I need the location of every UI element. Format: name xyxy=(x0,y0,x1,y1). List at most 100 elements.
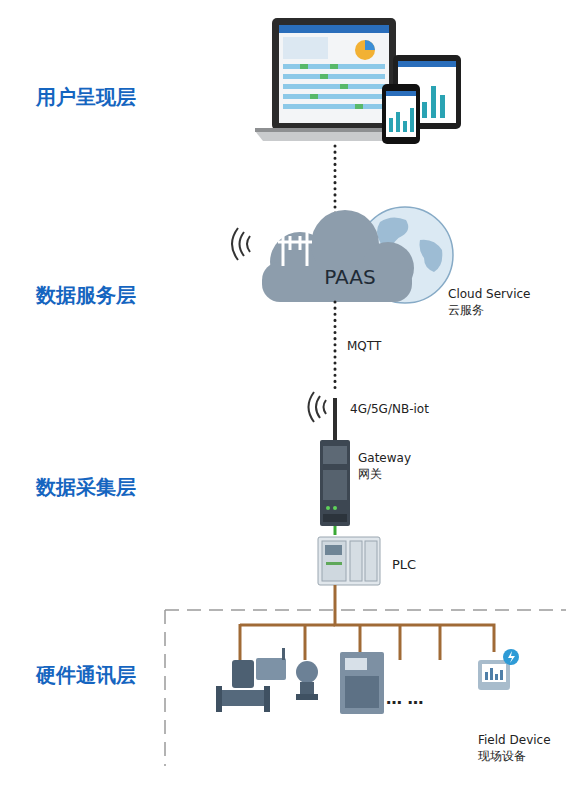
network-label: 4G/5G/NB-iot xyxy=(350,401,429,417)
field-device-icon xyxy=(495,674,498,680)
field-device-icon xyxy=(503,649,519,665)
field-device-icon xyxy=(478,649,519,690)
laptop-illustration xyxy=(355,40,375,60)
laptop-illustration xyxy=(272,18,396,130)
drive-illustration xyxy=(345,658,367,670)
layer-label: 数据采集层 xyxy=(36,474,136,501)
laptop-illustration xyxy=(283,74,385,79)
connector xyxy=(334,526,337,535)
layer-label: 硬件通讯层 xyxy=(36,662,136,689)
layer-label: 数据服务层 xyxy=(36,282,136,309)
laptop-illustration xyxy=(283,37,328,59)
flowmeter-illustration xyxy=(220,690,266,706)
gateway-illustration xyxy=(320,440,350,526)
transmitter-illustration xyxy=(296,694,318,700)
flowmeter-illustration xyxy=(216,686,222,712)
wireless-symbol xyxy=(316,396,320,418)
plc-label: PLC xyxy=(392,556,432,574)
layer-label: 用户呈现层 xyxy=(36,84,136,111)
laptop-illustration xyxy=(320,74,328,79)
phone-illustration xyxy=(396,112,400,132)
connector xyxy=(335,585,494,652)
gateway-illustration xyxy=(326,506,330,510)
phone-illustration xyxy=(386,91,416,137)
globe-illustration xyxy=(420,240,443,272)
phone-illustration xyxy=(389,118,393,132)
laptop-illustration xyxy=(283,104,385,109)
field-device-icon xyxy=(482,664,506,682)
field-bus xyxy=(439,624,442,660)
field-device-icon xyxy=(485,672,488,680)
wireless-symbol xyxy=(324,400,327,414)
gateway-node: Gateway 网关 xyxy=(318,393,352,526)
field-bus xyxy=(240,624,335,627)
field-device-icon xyxy=(490,668,493,680)
laptop-illustration xyxy=(355,104,363,109)
layer-boundary xyxy=(165,609,566,611)
field-device-node: Field Device 现场设备 xyxy=(476,652,512,692)
tablet-illustration xyxy=(431,86,436,118)
field-device-icon xyxy=(485,668,503,680)
phone-illustration xyxy=(410,108,414,132)
edge-label: MQTT xyxy=(347,338,381,354)
transmitter-illustration xyxy=(296,661,318,700)
field-bus xyxy=(399,624,402,660)
tower-symbol xyxy=(306,230,309,266)
laptop-illustration xyxy=(300,64,363,109)
plc-illustration xyxy=(365,541,377,581)
plc-illustration xyxy=(318,537,380,585)
field-device-icon xyxy=(478,660,510,690)
laptop-illustration xyxy=(279,25,389,123)
field-bus xyxy=(239,624,242,660)
laptop-illustration xyxy=(283,64,385,109)
field-device-icon xyxy=(508,651,515,663)
gateway-illustration xyxy=(333,506,337,510)
flowmeter-illustration xyxy=(216,648,286,712)
tablet-illustration xyxy=(422,102,427,118)
wireless-symbol xyxy=(247,236,250,252)
wireless-symbol xyxy=(309,392,315,422)
gateway-illustration xyxy=(323,470,347,500)
wireless-symbol xyxy=(240,232,245,256)
tower-symbol xyxy=(282,230,285,266)
laptop-illustration xyxy=(283,84,385,89)
flowmeter-illustration xyxy=(282,648,285,660)
drive-illustration xyxy=(340,652,384,714)
phone-illustration xyxy=(389,108,414,132)
transmitter-illustration xyxy=(296,661,318,683)
field-bus xyxy=(304,624,307,660)
flowmeter-illustration xyxy=(256,658,286,680)
field-device-icon xyxy=(500,670,503,680)
tower-symbol xyxy=(289,236,292,250)
layer-boundary xyxy=(165,610,566,766)
cloud-caption: Cloud Service 云服务 xyxy=(448,286,538,318)
layer-boundary xyxy=(164,610,166,766)
wireless-symbol xyxy=(309,392,327,422)
laptop-illustration xyxy=(300,64,308,69)
wireless-symbol xyxy=(232,228,238,260)
phone-illustration xyxy=(403,121,407,132)
tower-symbol xyxy=(299,236,302,250)
laptop-illustration xyxy=(330,64,338,69)
cloud-node: PAASCloud Service 云服务 xyxy=(255,208,445,302)
plc-illustration xyxy=(325,545,342,555)
gateway-illustration xyxy=(333,398,337,442)
laptop-illustration xyxy=(365,40,375,50)
drive-illustration xyxy=(345,676,379,708)
flowmeter-illustration xyxy=(232,660,254,688)
laptop-illustration xyxy=(310,94,318,99)
transmitter-illustration xyxy=(300,682,314,696)
cloud-title: PAAS xyxy=(255,264,445,291)
tablet-illustration xyxy=(398,61,456,67)
laptop-illustration xyxy=(279,25,389,33)
laptop-illustration xyxy=(283,64,385,69)
plc-illustration xyxy=(318,537,380,585)
phone-illustration xyxy=(382,84,420,144)
tower-symbol xyxy=(278,230,312,266)
gateway-illustration xyxy=(323,446,347,464)
phone-illustration xyxy=(382,84,420,144)
ellipsis-label: … … xyxy=(386,688,424,710)
flowmeter-illustration xyxy=(264,686,270,712)
tablet-illustration xyxy=(440,95,445,118)
